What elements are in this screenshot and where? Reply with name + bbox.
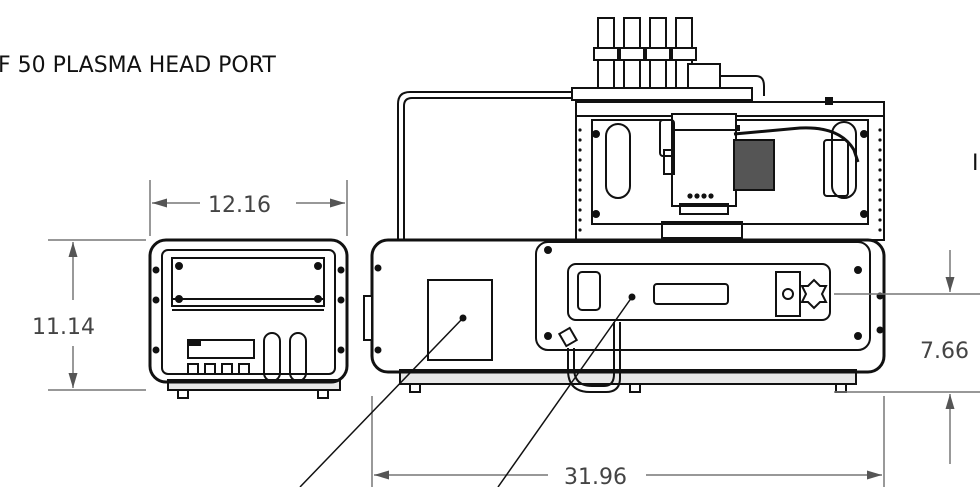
right-edge-label-fragment: I	[972, 151, 979, 176]
plasma-head-port-label: F 50 PLASMA HEAD PORT	[0, 53, 276, 78]
dimension-height-large	[834, 250, 980, 464]
perforation-left	[578, 128, 582, 232]
dimension-width-small	[149, 180, 348, 236]
leader-lines	[299, 296, 633, 487]
dimension-height-small-label: 11.14	[32, 315, 95, 340]
small-unit-front-view	[148, 238, 349, 399]
perforation-right	[878, 128, 882, 232]
valve-stack	[593, 17, 721, 89]
dimension-height-small	[48, 239, 146, 391]
dimension-width-large-label: 31.96	[564, 465, 627, 487]
dimension-width-large	[371, 396, 885, 487]
dimension-height-large-label: 7.66	[920, 339, 969, 364]
dimension-width-small-label: 12.16	[208, 193, 271, 218]
large-unit-side-view	[363, 17, 886, 393]
